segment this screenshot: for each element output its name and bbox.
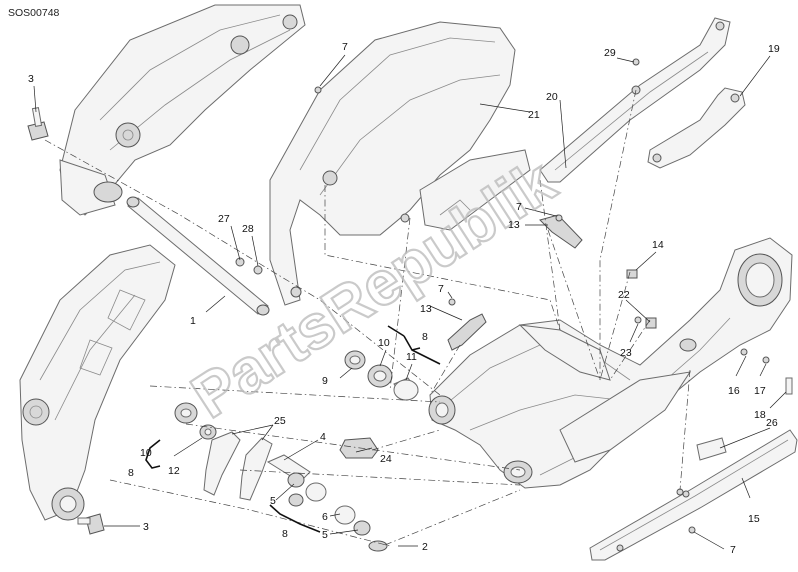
callout-24: 24: [380, 453, 392, 465]
callout-7-right: 7: [516, 201, 522, 213]
callout-20: 20: [546, 91, 558, 103]
callout-29: 29: [604, 47, 616, 59]
callout-2: 2: [422, 541, 428, 553]
callout-19: 19: [768, 43, 780, 55]
callout-28: 28: [242, 223, 254, 235]
callout-27: 27: [218, 213, 230, 225]
callout-16: 16: [728, 385, 740, 397]
callout-4: 4: [320, 431, 326, 443]
callout-25: 25: [274, 415, 286, 427]
callout-1: 1: [190, 315, 196, 327]
left-bushing-set: [174, 402, 217, 440]
label-sticker: [696, 437, 727, 461]
screw-set: [235, 58, 793, 534]
callout-9: 9: [322, 375, 328, 387]
callout-14: 14: [652, 239, 664, 251]
callout-6: 6: [322, 511, 328, 523]
chain-guard-bracket: [539, 17, 731, 183]
callout-13-upper: 13: [508, 219, 520, 231]
callout-7-bottom: 7: [730, 544, 736, 556]
callout-18: 18: [754, 409, 766, 421]
bolt-lower: [77, 513, 105, 535]
callout-8-bottom: 8: [282, 528, 288, 540]
swingarm: [428, 237, 793, 489]
callout-12: 12: [168, 465, 180, 477]
bracket-plate: [647, 87, 746, 169]
callout-10-left: 10: [140, 447, 152, 459]
link-plates: [203, 431, 273, 501]
callout-8-pivot: 8: [422, 331, 428, 343]
callout-26: 26: [766, 417, 778, 429]
eccentric-hub-parts: [266, 454, 388, 552]
drawing-code: SOS00748: [8, 7, 60, 19]
callout-5-upper: 5: [270, 495, 276, 507]
pivot-shaft: [126, 196, 270, 316]
callout-7-top: 7: [342, 41, 348, 53]
callout-5-lower: 5: [322, 529, 328, 541]
group-braces: [145, 325, 441, 533]
callout-numbers: 3 1 2 3 4 5 5 6 7 7 7 7 8 8 8 9 10 10 11…: [28, 41, 780, 556]
callout-15: 15: [748, 513, 760, 525]
callout-3-lower: 3: [143, 521, 149, 533]
leader-lines: [33, 54, 787, 550]
callout-10-pivot: 10: [378, 337, 390, 349]
callout-7-middle: 7: [438, 283, 444, 295]
rear-mudguard: [269, 21, 531, 306]
bolt-upper: [27, 107, 49, 141]
callout-23: 23: [620, 347, 632, 359]
assembly-lines: [44, 89, 691, 547]
clip-lower: [447, 313, 487, 351]
callout-17: 17: [754, 385, 766, 397]
callout-21: 21: [528, 109, 540, 121]
callout-11: 11: [406, 351, 417, 363]
frame-side-plate: [19, 244, 176, 521]
chain-slider: [589, 429, 798, 561]
frame-mount-upper: [59, 4, 306, 216]
callout-3-upper: 3: [28, 73, 34, 85]
callout-8-left: 8: [128, 467, 134, 479]
callout-22: 22: [618, 289, 630, 301]
callout-13-lower: 13: [420, 303, 432, 315]
